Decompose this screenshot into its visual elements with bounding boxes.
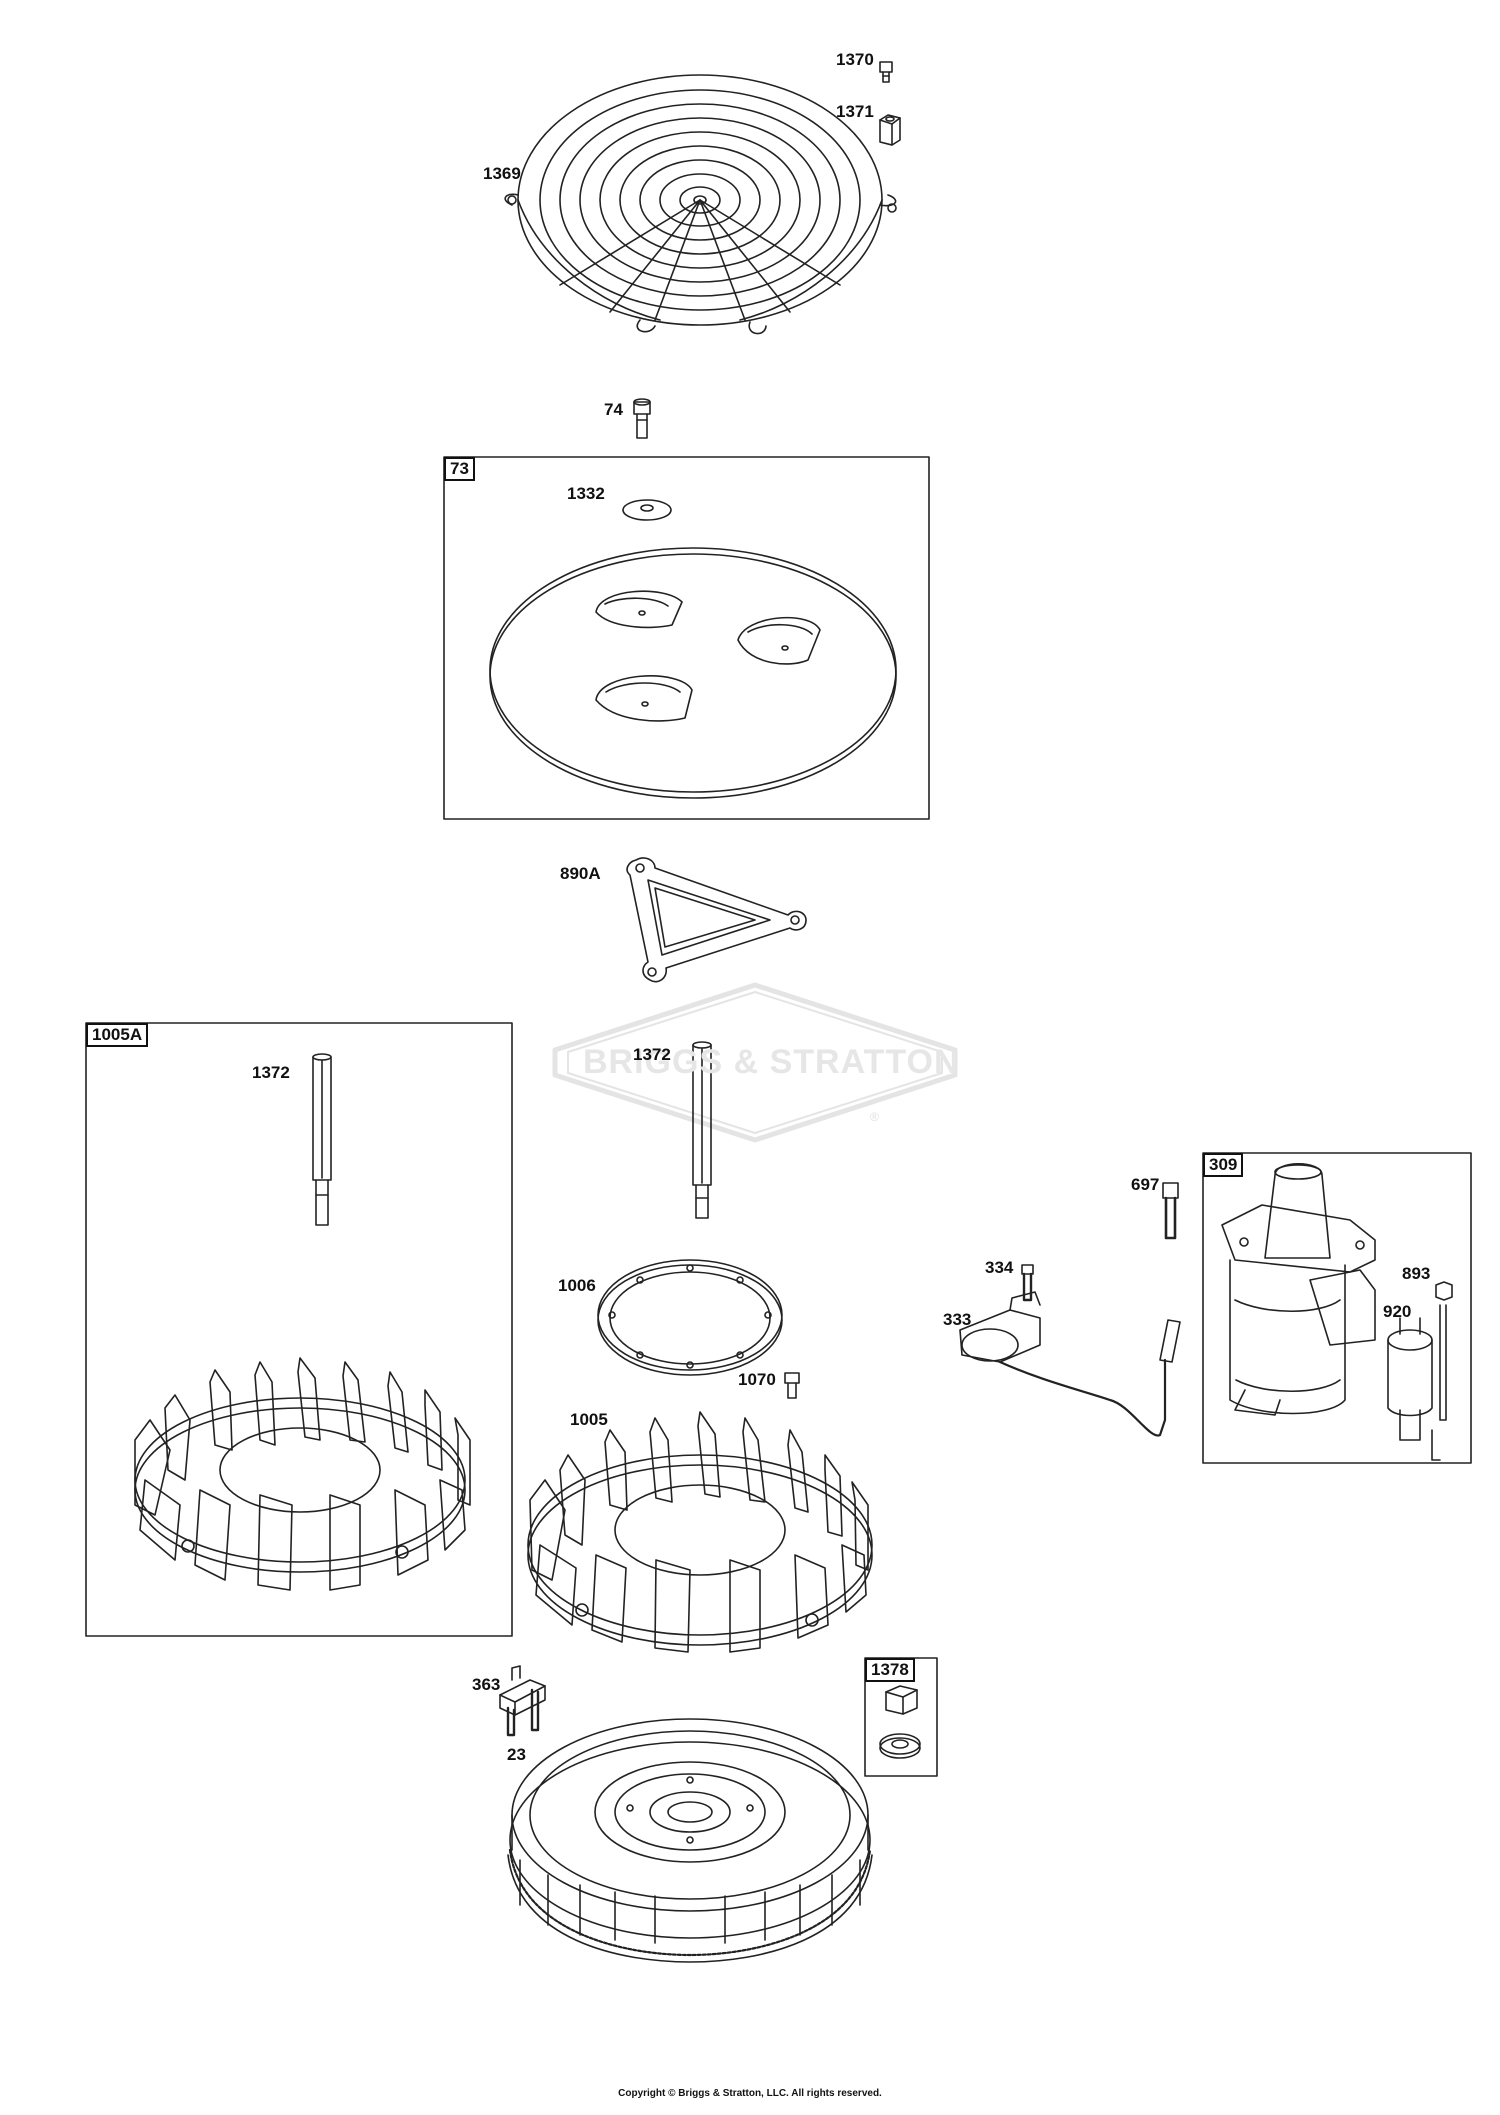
fan-1005-part: [527, 1411, 873, 1653]
kit-label-309: 309: [1203, 1153, 1244, 1177]
callout-1006: 1006: [558, 1276, 596, 1295]
screw-1070-part: [784, 1372, 800, 1399]
kit-box-309: [1202, 1152, 1472, 1464]
armature-333-part: [959, 1291, 1181, 1437]
callout-1371: 1371: [836, 102, 874, 121]
bolt-697-part: [1162, 1182, 1179, 1240]
callout-23: 23: [507, 1745, 526, 1764]
stud-1372-center-part: [692, 1041, 712, 1219]
washer-1378-part: [879, 1733, 921, 1759]
plate-1006-part: [597, 1259, 783, 1376]
callout-1372-left: 1372: [252, 1063, 290, 1082]
gasket-890A-part: [626, 857, 807, 983]
stud-1372-left-part: [312, 1053, 332, 1226]
callout-1372-center: 1372: [633, 1045, 671, 1064]
kit-label-73: 73: [444, 457, 475, 481]
callout-1005: 1005: [570, 1410, 608, 1429]
fan-1005A-part: [134, 1357, 471, 1591]
kit-label-1005A: 1005A: [86, 1023, 149, 1047]
callout-333: 333: [943, 1310, 972, 1329]
washer-1332-part: [622, 499, 672, 521]
brand-watermark-registered-mark: ®: [870, 1110, 879, 1124]
screw-334-part: [1021, 1264, 1034, 1302]
callout-890A: 890A: [560, 864, 601, 883]
bolt-74-part: [633, 398, 651, 439]
flywheel-23-part: [507, 1718, 873, 1963]
callout-1332: 1332: [567, 484, 605, 503]
callout-334: 334: [985, 1258, 1014, 1277]
nut-893-part: [1435, 1281, 1453, 1301]
fan-guard-1369-part: [504, 74, 897, 335]
screw-1370-part: [879, 61, 893, 83]
callout-1369: 1369: [483, 164, 521, 183]
nut-1378-part: [885, 1685, 918, 1715]
callout-363: 363: [472, 1675, 501, 1694]
nut-1371-part: [879, 114, 901, 146]
callout-1370: 1370: [836, 50, 874, 69]
copyright-footer: Copyright © Briggs & Stratton, LLC. All …: [618, 2088, 882, 2099]
kit-box-73: [443, 456, 930, 820]
callout-74: 74: [604, 400, 623, 419]
bracket-363-part: [499, 1665, 546, 1737]
starter-motor-part: [1221, 1163, 1376, 1416]
callout-893: 893: [1402, 1264, 1431, 1283]
solenoid-920-part: [1387, 1304, 1447, 1461]
brand-watermark-logo: [552, 982, 958, 1143]
callout-1070: 1070: [738, 1370, 776, 1389]
callout-697: 697: [1131, 1175, 1160, 1194]
rotating-screen-part: [489, 547, 897, 799]
kit-box-1005A: [85, 1022, 513, 1637]
callout-920: 920: [1383, 1302, 1412, 1321]
kit-label-1378: 1378: [865, 1658, 915, 1682]
brand-watermark-text: BRIGGS & STRATTON: [583, 1043, 960, 1081]
